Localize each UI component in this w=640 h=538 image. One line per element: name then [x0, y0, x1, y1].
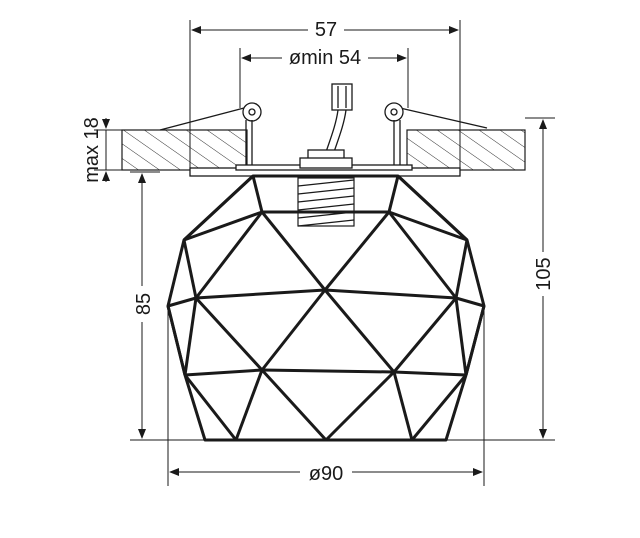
dimension-diameter: ø90: [167, 306, 485, 486]
dimension-total-height-label: 105: [533, 257, 555, 290]
crystal-shade: [166, 174, 486, 442]
dimension-cutout: ømin 54: [239, 42, 409, 108]
dimension-diameter-label: ø90: [309, 463, 343, 485]
dimension-ceiling-thickness-label: max 18: [81, 117, 103, 183]
dimension-body-height: 85: [130, 171, 205, 441]
dimension-top-width-label: 57: [315, 19, 337, 41]
lamp-socket: [297, 177, 355, 227]
dimension-cutout-label: ømin 54: [289, 47, 361, 69]
dimension-ceiling-thickness: max 18: [81, 117, 122, 183]
ceiling-panel: [121, 129, 526, 171]
mounting-clips: [159, 102, 488, 172]
dimension-body-height-label: 85: [133, 293, 155, 315]
ceiling-right-section: [406, 129, 526, 171]
ceiling-left-section: [121, 129, 248, 171]
dimension-top-width: 57: [189, 14, 461, 170]
wire-connector: [299, 83, 353, 169]
dimension-total-height: 105: [446, 117, 556, 441]
